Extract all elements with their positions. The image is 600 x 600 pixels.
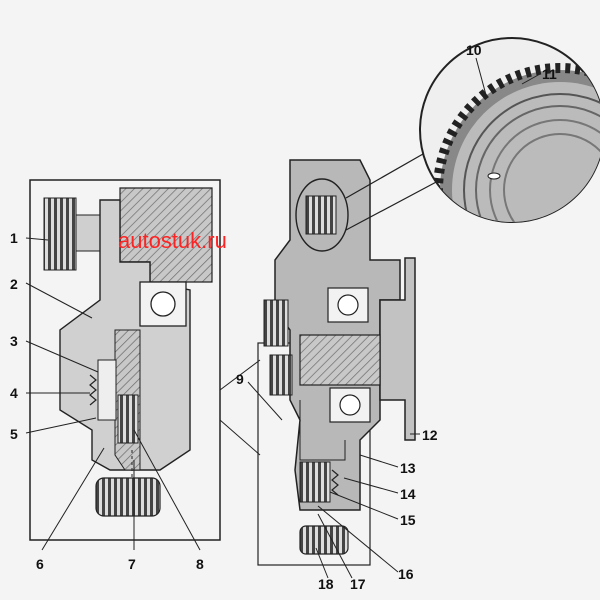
left-return-spring (89, 374, 97, 406)
callout-7: 7 (128, 556, 136, 572)
connector-line-upper (219, 359, 261, 391)
right-assembly (257, 159, 416, 566)
callout-18: 18 (318, 576, 334, 592)
magnifier-view (419, 37, 600, 223)
detail-circle-marker (295, 178, 349, 252)
callout-8: 8 (196, 556, 204, 572)
lower-gear (95, 477, 161, 517)
callout-9: 9 (236, 371, 244, 387)
left-bearing-ball (150, 291, 176, 317)
callout-17: 17 (350, 576, 366, 592)
left-detail-frame (29, 179, 221, 541)
callout-16: 16 (398, 566, 414, 582)
left-detail-view (29, 179, 221, 541)
gear-ring-2 (475, 105, 600, 222)
callout-13: 13 (400, 460, 416, 476)
upper-gear (43, 197, 77, 271)
callout-11: 11 (542, 66, 557, 82)
oil-channel (299, 400, 346, 461)
watermark-text: autostuk.ru (118, 228, 227, 253)
lower-clutch-pack (299, 461, 331, 503)
gear-ring-4 (503, 133, 600, 222)
callout-leaders (25, 57, 541, 579)
upper-clutch-pack (305, 195, 337, 235)
spring-slot (487, 172, 501, 180)
lower-return-spring (331, 469, 339, 496)
callout-12: 12 (422, 427, 438, 443)
gear-ring-1 (463, 93, 600, 222)
callout-6: 6 (36, 556, 44, 572)
upper-bearing-ball (337, 294, 359, 316)
gear-inner-magnified (452, 82, 600, 222)
callout-2: 2 (10, 276, 18, 292)
right-lower-gear (299, 525, 349, 555)
callout-15: 15 (400, 512, 416, 528)
callout-5: 5 (10, 426, 18, 442)
callout-3: 3 (10, 333, 18, 349)
gear-ring-3 (489, 119, 600, 222)
callout-14: 14 (400, 486, 416, 502)
connector-line-lower (219, 419, 261, 456)
lower-bearing-ball (339, 394, 361, 416)
left-spring-pack (117, 394, 139, 444)
mid-gear-2 (269, 354, 293, 396)
magnifier-leader-top (345, 149, 431, 199)
main-shaft (299, 334, 381, 386)
callout-4: 4 (10, 385, 18, 401)
magnifier-leader-bottom (345, 179, 441, 231)
left-piston (97, 359, 117, 421)
callout-1: 1 (10, 230, 18, 246)
mid-gear (263, 299, 289, 347)
upper-bearing (327, 287, 369, 323)
callout-10: 10 (466, 42, 482, 58)
output-flange (379, 257, 416, 441)
